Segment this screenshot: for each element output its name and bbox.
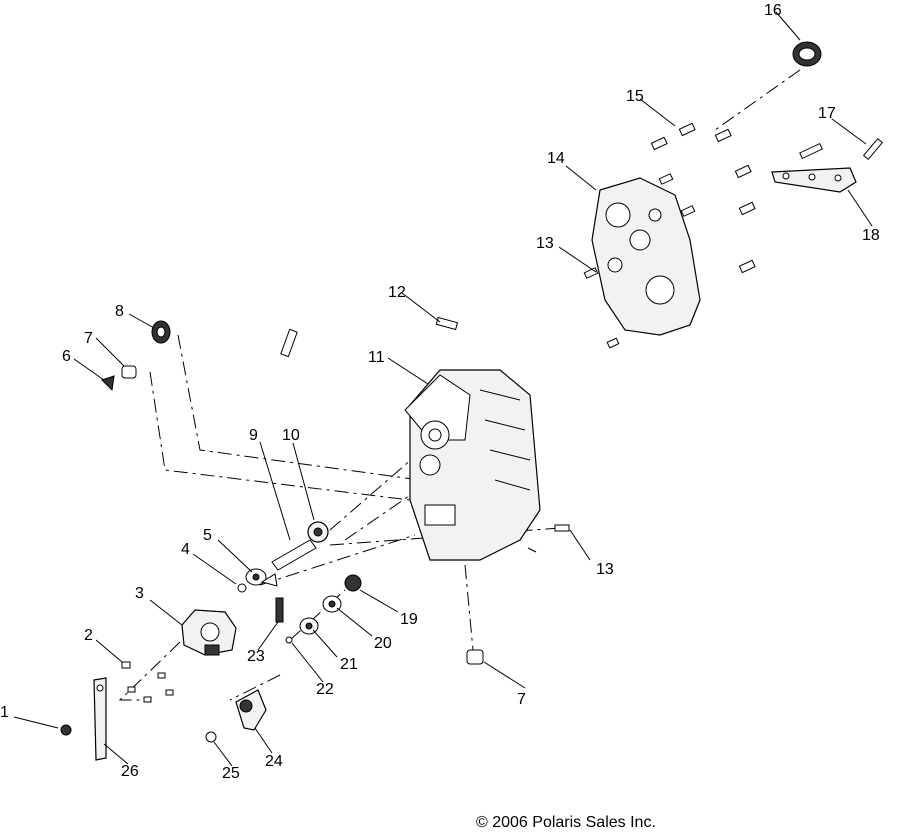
bracket-18: [771, 137, 884, 193]
callout-15: 15: [626, 88, 644, 105]
callout-18: 18: [862, 227, 880, 244]
gear-10: [307, 521, 329, 543]
cover-14: [591, 177, 701, 336]
seal-16: [792, 41, 822, 67]
copyright-notice: © 2006 Polaris Sales Inc.: [476, 814, 656, 831]
nut-1: [60, 724, 72, 736]
callout-8: 8: [115, 303, 124, 320]
ball-4: [237, 583, 247, 593]
callout-4: 4: [181, 541, 190, 558]
lever-26: [93, 677, 107, 761]
clip-6: [101, 375, 115, 392]
washer-20: [322, 595, 342, 613]
cover-bolts: [583, 122, 756, 349]
bushing-7-lower: [466, 649, 484, 665]
callout-14: 14: [547, 150, 565, 167]
callout-13-lower: 13: [596, 561, 614, 578]
callout-16: 16: [764, 2, 782, 19]
callout-12: 12: [388, 284, 406, 301]
ball-22: [285, 636, 293, 644]
bolt-25: [205, 731, 217, 743]
callout-7-upper: 7: [84, 330, 93, 347]
callout-25: 25: [222, 765, 240, 782]
callout-26: 26: [121, 763, 139, 780]
pin-13-lower: [527, 524, 570, 553]
callout-labels: 1 2 3 4 5 6 7 7 8 9 10 11 12 13 13 14 15…: [0, 2, 880, 782]
spring-23: [275, 597, 284, 623]
callout-11: 11: [368, 349, 385, 366]
callout-7-lower: 7: [517, 691, 526, 708]
housing-11: [404, 369, 541, 561]
cam-5b: [260, 573, 278, 587]
shift-housing-3: [181, 609, 237, 656]
callout-19: 19: [400, 611, 418, 628]
callout-6: 6: [62, 348, 71, 365]
callout-2: 2: [84, 627, 93, 644]
washer-5: [245, 568, 267, 586]
washer-21: [299, 617, 319, 635]
callout-1: 1: [0, 704, 9, 721]
callout-17: 17: [818, 105, 836, 122]
callout-22: 22: [316, 681, 334, 698]
shaft-9: [271, 539, 317, 571]
gear-19: [344, 574, 362, 592]
callout-9: 9: [249, 427, 258, 444]
actuator-24: [235, 689, 267, 731]
callout-21: 21: [340, 656, 358, 673]
screws-2: [121, 661, 174, 703]
pin-12: [435, 316, 459, 331]
spring-loose: [280, 328, 298, 358]
leader-lines: [13, 11, 873, 767]
callout-20: 20: [374, 635, 392, 652]
bushing-7-upper: [121, 365, 137, 379]
callout-3: 3: [135, 585, 144, 602]
callout-24: 24: [265, 753, 283, 770]
callout-13-upper: 13: [536, 235, 554, 252]
seal-8: [151, 320, 171, 344]
callout-5: 5: [203, 527, 212, 544]
callout-10: 10: [282, 427, 300, 444]
callout-23: 23: [247, 648, 265, 665]
